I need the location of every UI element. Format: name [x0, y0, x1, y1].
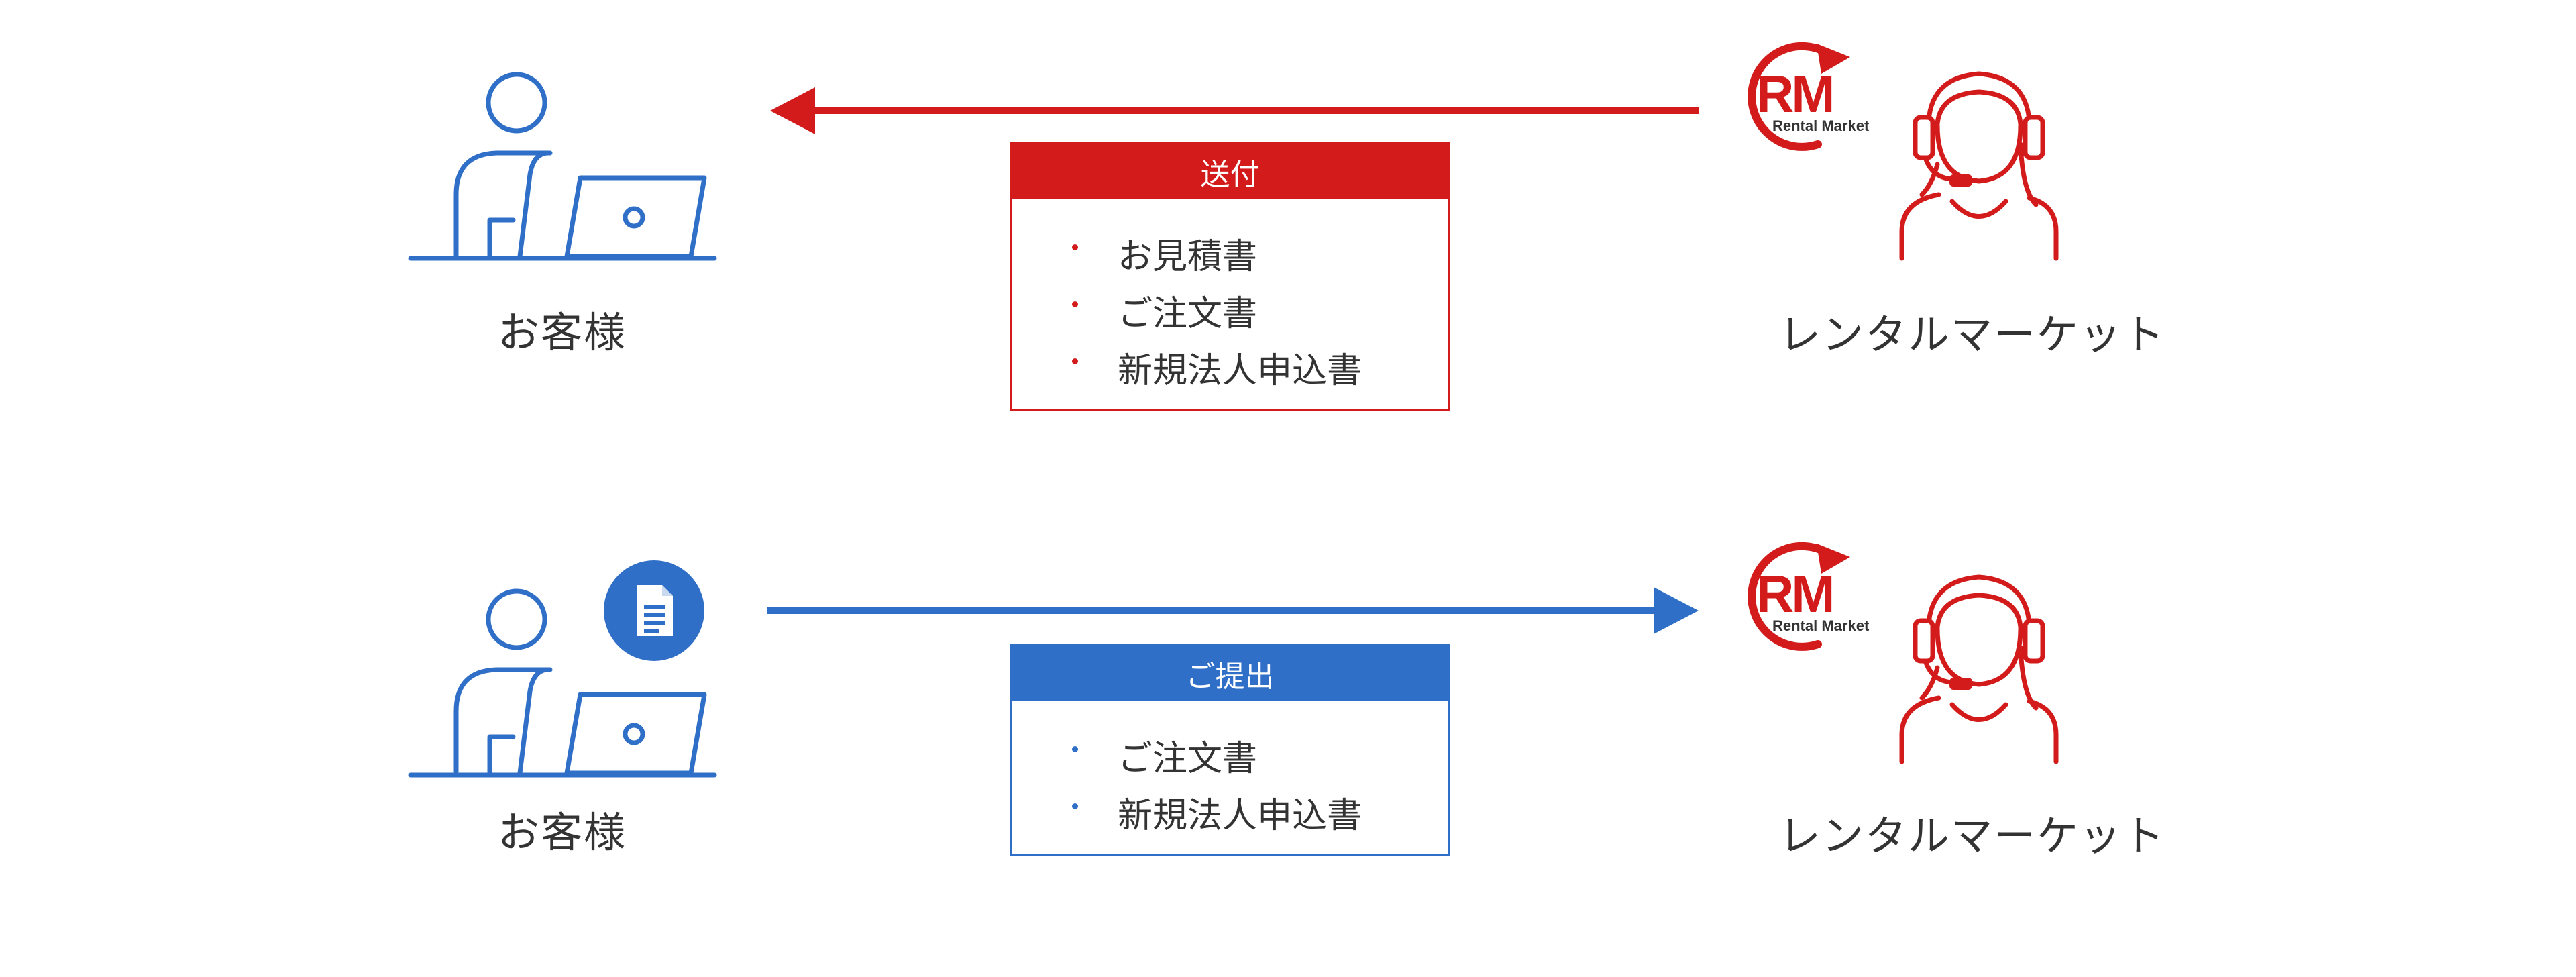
operator-icon — [1899, 574, 2059, 764]
customer-label-top: お客様 — [498, 308, 627, 357]
operator-icon — [1899, 71, 2059, 261]
submit-arrow — [767, 587, 1699, 634]
svg-text:RM: RM — [1756, 64, 1832, 123]
rental-market-logo: RM Rental Market — [1748, 42, 1870, 151]
send-documents-box: 送付 お見積書 ご注文書 新規法人申込書 — [1010, 142, 1450, 411]
svg-text:Rental Market: Rental Market — [1772, 117, 1870, 134]
send-box-header: 送付 — [1012, 144, 1448, 199]
rental-market-label-top: レンタルマーケット — [1779, 310, 2166, 359]
customer-icon — [408, 588, 717, 778]
rental-market-logo: RM Rental Market — [1748, 542, 1870, 651]
submit-box-header: ご提出 — [1012, 646, 1448, 701]
customer-icon — [408, 72, 717, 261]
customer-label-bottom: お客様 — [498, 808, 627, 857]
svg-text:Rental Market: Rental Market — [1772, 617, 1870, 634]
send-arrow — [770, 87, 1699, 134]
submit-documents-box: ご提出 ご注文書 新規法人申込書 — [1010, 644, 1450, 856]
document-icon — [604, 560, 704, 661]
svg-text:RM: RM — [1756, 564, 1832, 623]
rental-market-label-bottom: レンタルマーケット — [1779, 811, 2166, 860]
